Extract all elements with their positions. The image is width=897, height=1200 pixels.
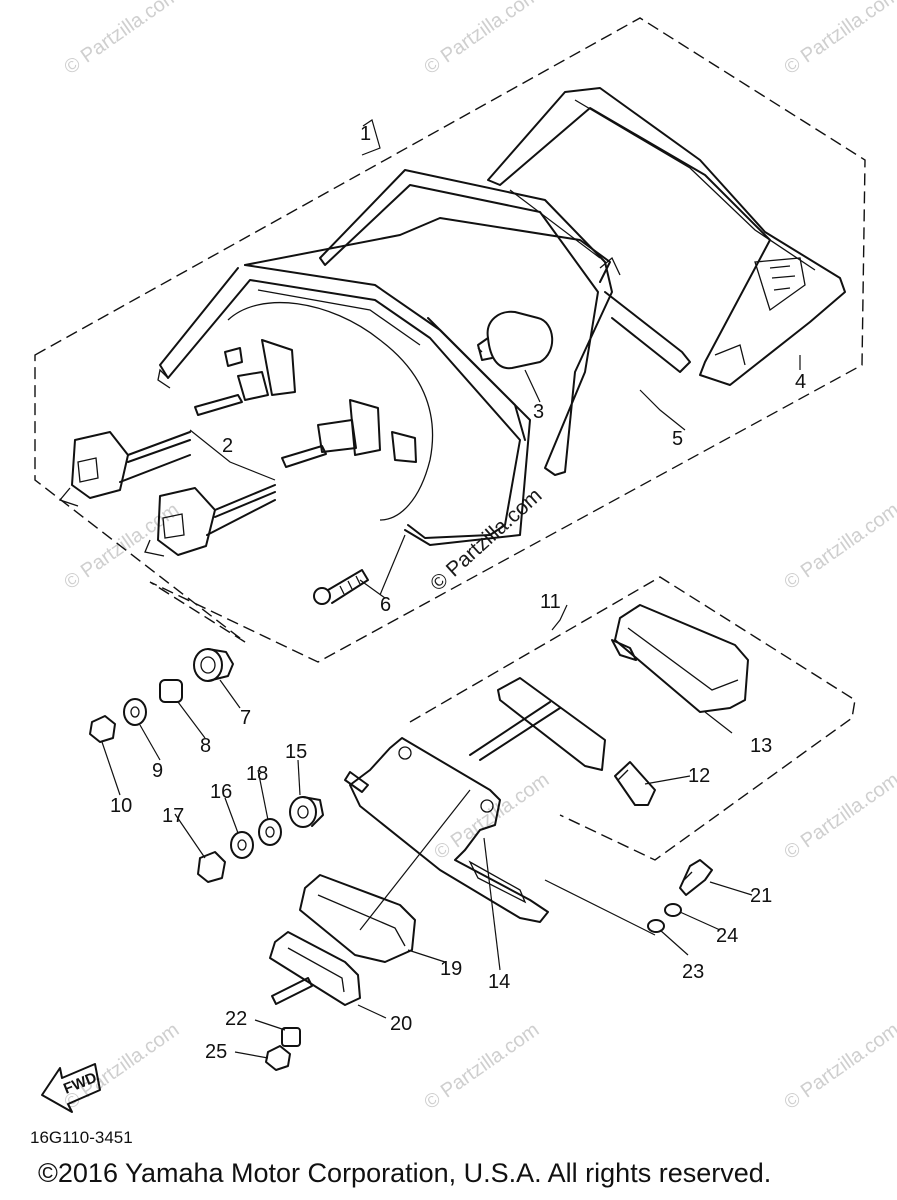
part-5-gasket — [319, 169, 691, 476]
watermark: © Partzilla.com — [60, 0, 183, 79]
part-6-screw — [313, 569, 369, 605]
callout-22: 22 — [225, 1008, 247, 1030]
watermark: © Partzilla.com — [420, 1019, 543, 1114]
callout-5: 5 — [672, 428, 683, 450]
callout-11: 11 — [540, 591, 561, 613]
callout-6: 6 — [380, 594, 391, 616]
callout-14: 14 — [488, 971, 510, 993]
callout-15: 15 — [285, 741, 307, 763]
callout-2: 2 — [222, 435, 233, 457]
callout-9: 9 — [152, 760, 163, 782]
callout-13: 13 — [750, 735, 772, 757]
callout-24: 24 — [716, 925, 738, 947]
assembly-1-outline — [34, 17, 866, 663]
callout-12: 12 — [688, 765, 710, 787]
watermark: © Partzilla.com — [780, 499, 897, 594]
callout-23: 23 — [682, 961, 704, 983]
watermark: © Partzilla.com — [780, 769, 897, 864]
callout-8: 8 — [200, 735, 211, 757]
part-2-sockets — [58, 339, 417, 557]
part-13-lamp-housing — [611, 604, 749, 713]
callout-4: 4 — [795, 371, 806, 393]
part-3-bulb — [477, 310, 554, 370]
callout-17: 17 — [162, 805, 184, 827]
callout-16: 16 — [210, 781, 232, 803]
watermark: © Partzilla.com — [420, 0, 543, 79]
callout-7: 7 — [240, 707, 251, 729]
parts-7-10-hardware — [89, 648, 234, 743]
watermark: © Partzilla.com — [780, 0, 897, 79]
callout-20: 20 — [390, 1013, 412, 1035]
callout-3: 3 — [533, 401, 544, 423]
callout-labels: 1 2 3 4 5 6 7 8 9 10 11 12 13 14 15 16 1… — [110, 123, 806, 1063]
part-14-bracket — [344, 701, 561, 923]
parts-15-18-hardware — [197, 796, 324, 883]
part-4-lens-cover — [487, 87, 846, 386]
copyright-notice: ©2016 Yamaha Motor Corporation, U.S.A. A… — [38, 1158, 772, 1188]
parts-21-23-24-hardware — [647, 859, 713, 933]
callout-19: 19 — [440, 958, 462, 980]
watermark-layer: © Partzilla.com © Partzilla.com © Partzi… — [60, 0, 897, 1114]
callout-1: 1 — [360, 123, 371, 145]
part-12-bulb — [614, 761, 656, 806]
callout-25: 25 — [205, 1041, 227, 1063]
leader-lines — [101, 119, 801, 1059]
part-19-lamp-cover — [299, 874, 416, 963]
part-1-housing — [157, 217, 611, 546]
part-11-lens-plate — [497, 677, 606, 771]
assembly-11-outline — [409, 576, 856, 861]
part-20-gasket — [269, 931, 361, 1006]
center-watermark: © Partzilla.com — [426, 484, 547, 596]
watermark: © Partzilla.com — [780, 1019, 897, 1114]
diagram-code: 16G110-3451 — [30, 1128, 133, 1147]
callout-21: 21 — [750, 885, 772, 907]
callout-18: 18 — [246, 763, 268, 785]
callout-10: 10 — [110, 795, 132, 817]
parts-22-25-hardware — [265, 1027, 301, 1071]
